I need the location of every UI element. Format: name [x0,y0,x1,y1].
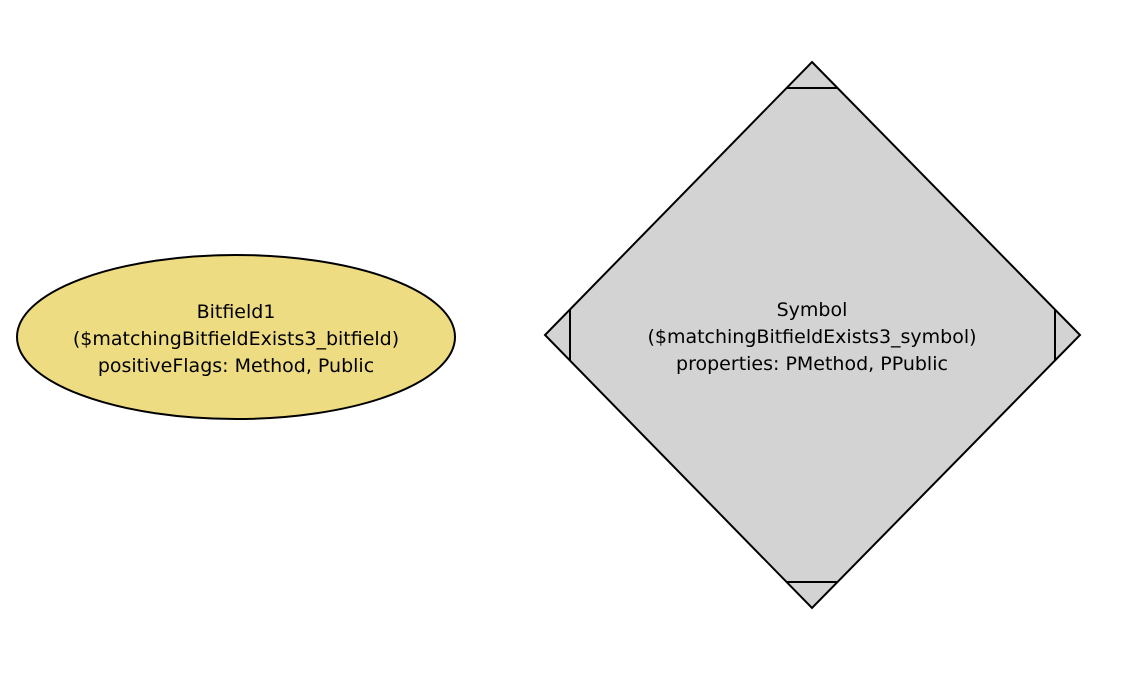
node-label-line: Symbol [777,299,848,321]
node-label-line: ($matchingBitfieldExists3_symbol) [647,326,976,348]
node-label-line: properties: PMethod, PPublic [676,353,948,375]
node-label-line: ($matchingBitfieldExists3_bitfield) [73,328,399,350]
symbol-node: Symbol ($matchingBitfieldExists3_symbol)… [543,60,1082,610]
bitfield-node-ellipse [16,254,456,420]
node-label-line: Bitfield1 [197,301,276,323]
bitfield-node: Bitfield1 ($matchingBitfieldExists3_bitf… [16,254,456,420]
node-label-line: positiveFlags: Method, Public [98,355,374,377]
symbol-node-diamond [543,60,1082,610]
